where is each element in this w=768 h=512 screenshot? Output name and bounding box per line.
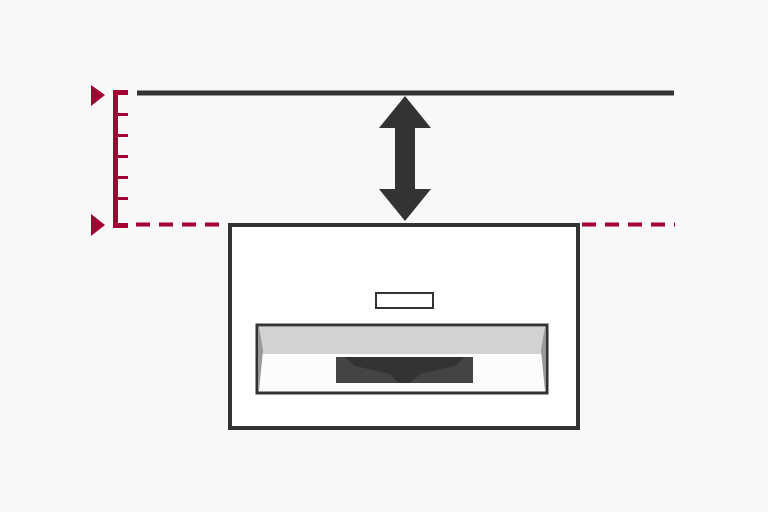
ruler-icon	[113, 90, 128, 228]
drawer-opening	[255, 323, 549, 395]
pointer-bottom-triangle-icon	[91, 214, 105, 236]
double-arrow-vertical-icon	[379, 96, 431, 221]
appliance-unit	[228, 223, 580, 430]
display-panel	[375, 292, 434, 309]
pointer-top-triangle-icon	[91, 85, 105, 106]
